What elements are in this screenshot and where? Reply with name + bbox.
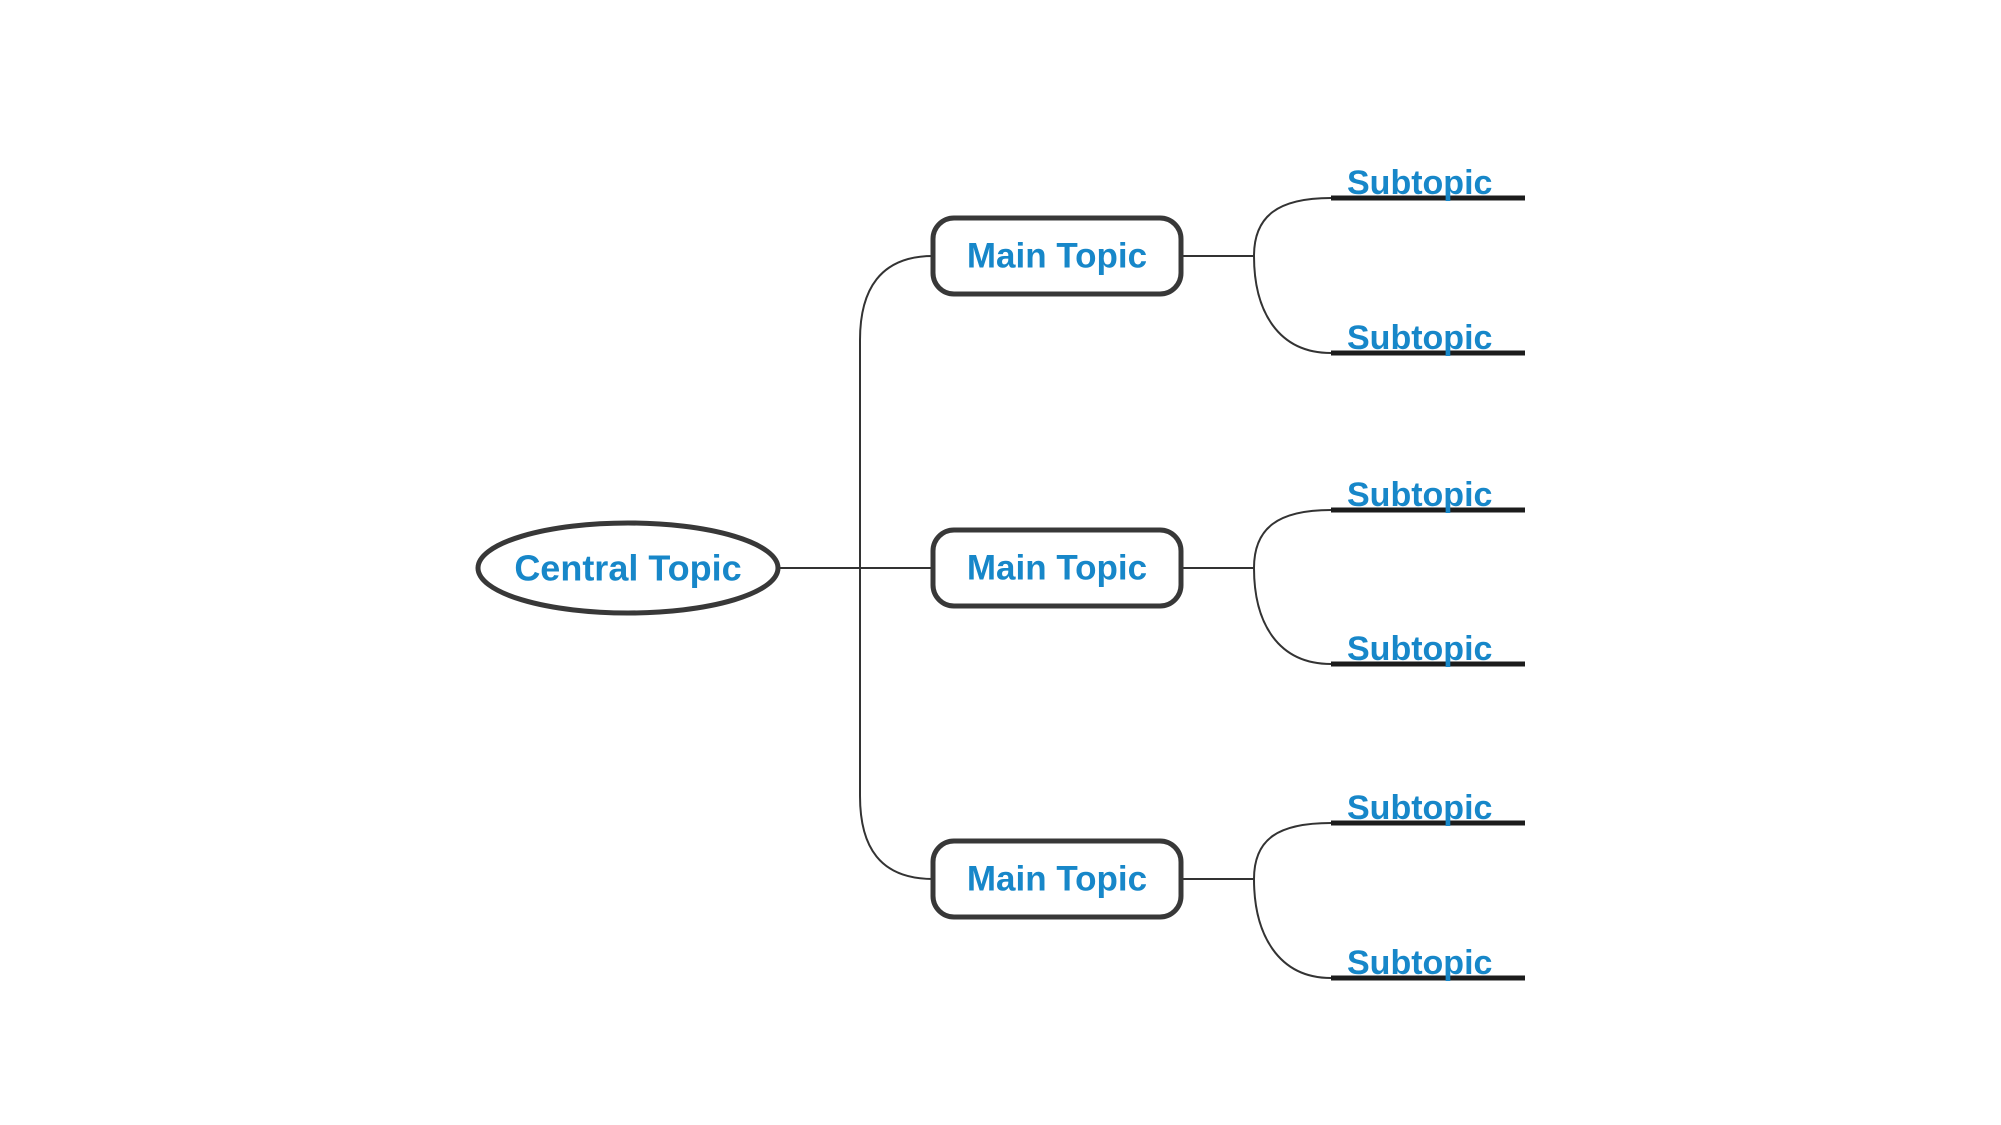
central-topic-ellipse: [475, 520, 781, 616]
main-topic-label-1: Main Topic: [967, 237, 1147, 276]
subtopic-node-1-2[interactable]: Subtopic: [1331, 319, 1525, 357]
subtopic-node-2-2[interactable]: Subtopic: [1331, 630, 1525, 668]
subtopic-label-1-1: Subtopic: [1347, 164, 1492, 202]
subtopic-curve-3-1: [1253, 822, 1332, 880]
subtopic-label-1-2: Subtopic: [1347, 319, 1492, 357]
main-topic-node-3[interactable]: Main Topic: [930, 838, 1184, 920]
trunk-connector: [859, 255, 934, 880]
central-topic-label: Central Topic: [514, 548, 741, 589]
subtopic-label-2-2: Subtopic: [1347, 630, 1492, 668]
subtopic-curve-2-1: [1253, 509, 1332, 569]
subtopic-node-3-1[interactable]: Subtopic: [1331, 789, 1525, 827]
subtopic-node-3-2[interactable]: Subtopic: [1331, 944, 1525, 982]
subtopic-curve-1-2: [1253, 255, 1332, 354]
subtopic-label-2-1: Subtopic: [1347, 476, 1492, 514]
subtopic-curve-2-2: [1253, 567, 1332, 665]
subtopic-label-3-2: Subtopic: [1347, 944, 1492, 982]
main-topic-box-2: [930, 527, 1184, 609]
main-topic-label-2: Main Topic: [967, 549, 1147, 588]
main-topic-node-1[interactable]: Main Topic: [930, 215, 1184, 297]
subtopic-curve-3-2: [1253, 878, 1332, 979]
subtopic-node-1-1[interactable]: Subtopic: [1331, 164, 1525, 202]
central-topic-node[interactable]: Central Topic: [475, 520, 781, 616]
subtopic-node-2-1[interactable]: Subtopic: [1331, 476, 1525, 514]
main-topic-label-3: Main Topic: [967, 860, 1147, 899]
main-topic-box-3: [930, 838, 1184, 920]
subtopic-label-3-1: Subtopic: [1347, 789, 1492, 827]
main-topic-box-1: [930, 215, 1184, 297]
main-topic-node-2[interactable]: Main Topic: [930, 527, 1184, 609]
subtopic-curve-1-1: [1253, 197, 1332, 257]
